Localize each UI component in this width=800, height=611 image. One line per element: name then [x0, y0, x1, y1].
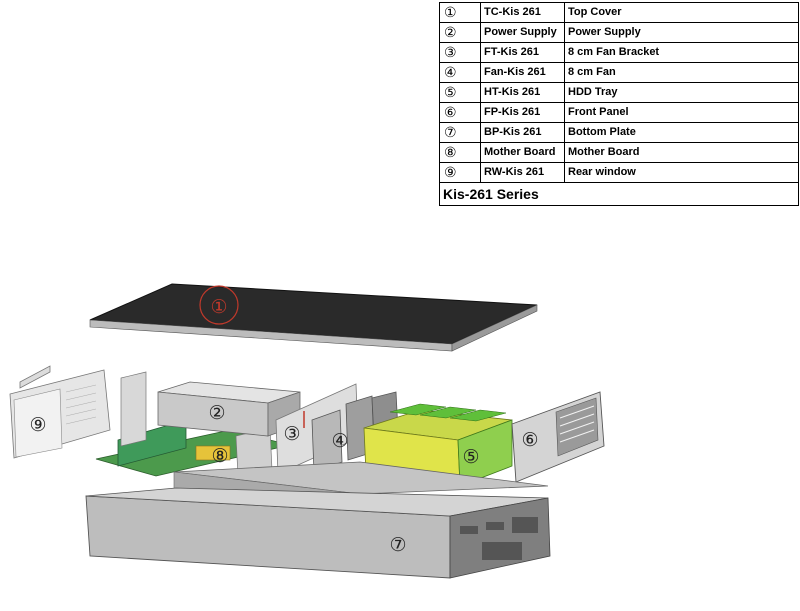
top-cover: ①: [89, 283, 538, 352]
fan-callout: ④: [331, 431, 348, 452]
part-name: Rear window: [564, 162, 799, 183]
part-code: BP-Kis 261: [480, 122, 565, 143]
part-name: Bottom Plate: [564, 122, 799, 143]
series-row: Kis-261 Series: [439, 182, 799, 206]
part-number: ⑥: [439, 102, 481, 123]
hdd-tray-callout: ⑤: [462, 447, 479, 468]
front-panel-callout: ⑥: [521, 430, 538, 451]
part-code: FP-Kis 261: [480, 102, 565, 123]
rear-window-callout: ⑨: [29, 415, 46, 436]
part-number: ⑧: [439, 142, 481, 163]
power-supply: ②: [157, 381, 301, 437]
power-supply-callout: ②: [208, 403, 225, 424]
part-code: Power Supply: [480, 22, 565, 43]
part-name: Front Panel: [564, 102, 799, 123]
rear-window: ⑨: [9, 365, 111, 459]
bottom-plate-callout: ⑦: [389, 535, 406, 556]
front-panel: ⑥: [511, 391, 605, 483]
top-cover-callout: ①: [210, 297, 227, 318]
mother-board: ⑧: [95, 371, 291, 477]
mother-board-callout: ⑧: [211, 446, 228, 467]
part-number: ⑤: [439, 82, 481, 103]
part-code: HT-Kis 261: [480, 82, 565, 103]
bottom-plate: ⑦: [85, 461, 551, 579]
fan-bracket-callout: ③: [283, 424, 300, 445]
part-name: 8 cm Fan Bracket: [564, 42, 799, 63]
series-title: Kis-261 Series: [439, 182, 799, 206]
top-cover-callout-circle: [199, 285, 239, 325]
